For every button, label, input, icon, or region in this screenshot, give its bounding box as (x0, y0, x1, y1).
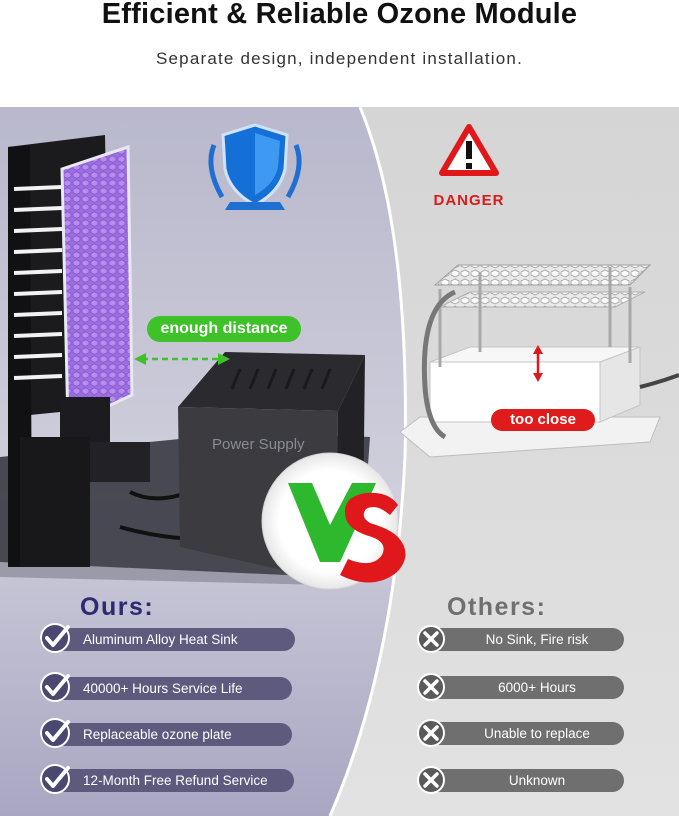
heat-sink-module (8, 135, 291, 567)
others-feature-item: 6000+ Hours (417, 673, 624, 701)
others-feature-item: No Sink, Fire risk (417, 625, 624, 653)
ours-feature-label: Replaceable ozone plate (83, 727, 232, 742)
check-icon (40, 718, 70, 748)
vs-badge (261, 452, 406, 590)
ours-feature-item: Aluminum Alloy Heat Sink (40, 623, 295, 653)
check-icon (40, 623, 70, 653)
others-feature-label: Unable to replace (484, 726, 590, 741)
others-feature-label: 6000+ Hours (498, 680, 576, 695)
page-title: Efficient & Reliable Ozone Module (101, 0, 578, 30)
power-supply-label: Power Supply (212, 436, 305, 453)
competitor-ozone-module (399, 264, 679, 458)
x-mark-icon (417, 673, 445, 701)
ours-feature-label: Aluminum Alloy Heat Sink (83, 632, 238, 647)
x-mark-icon (417, 766, 445, 794)
danger-label: DANGER (433, 192, 504, 209)
ours-feature-item: 40000+ Hours Service Life (40, 672, 292, 702)
others-feature-item: Unable to replace (417, 719, 624, 747)
check-icon (40, 764, 70, 794)
comparison-illustration: Power Supply DANGER (0, 107, 679, 816)
check-icon (40, 672, 70, 702)
enough-distance-label: enough distance (160, 320, 288, 337)
ours-heading: Ours: (80, 593, 155, 621)
ours-feature-label: 12-Month Free Refund Service (83, 773, 268, 788)
others-heading: Others: (447, 593, 547, 621)
page-subtitle: Separate design, independent installatio… (155, 49, 524, 68)
too-close-label: too close (510, 411, 576, 428)
enough-distance-tag: enough distance (147, 316, 301, 342)
others-feature-label: Unknown (508, 773, 566, 788)
vs-letter-s (340, 492, 406, 583)
others-feature-item: Unknown (417, 766, 624, 794)
ozone-plate (60, 144, 134, 428)
x-mark-icon (417, 625, 445, 653)
shield-icon (208, 123, 302, 210)
too-close-tag: too close (491, 409, 595, 431)
others-feature-label: No Sink, Fire risk (485, 632, 589, 647)
ours-feature-label: 40000+ Hours Service Life (83, 681, 243, 696)
x-mark-icon (417, 719, 445, 747)
danger-warning-icon (439, 124, 499, 176)
ours-feature-item: Replaceable ozone plate (40, 718, 292, 748)
ours-feature-item: 12-Month Free Refund Service (40, 764, 294, 794)
